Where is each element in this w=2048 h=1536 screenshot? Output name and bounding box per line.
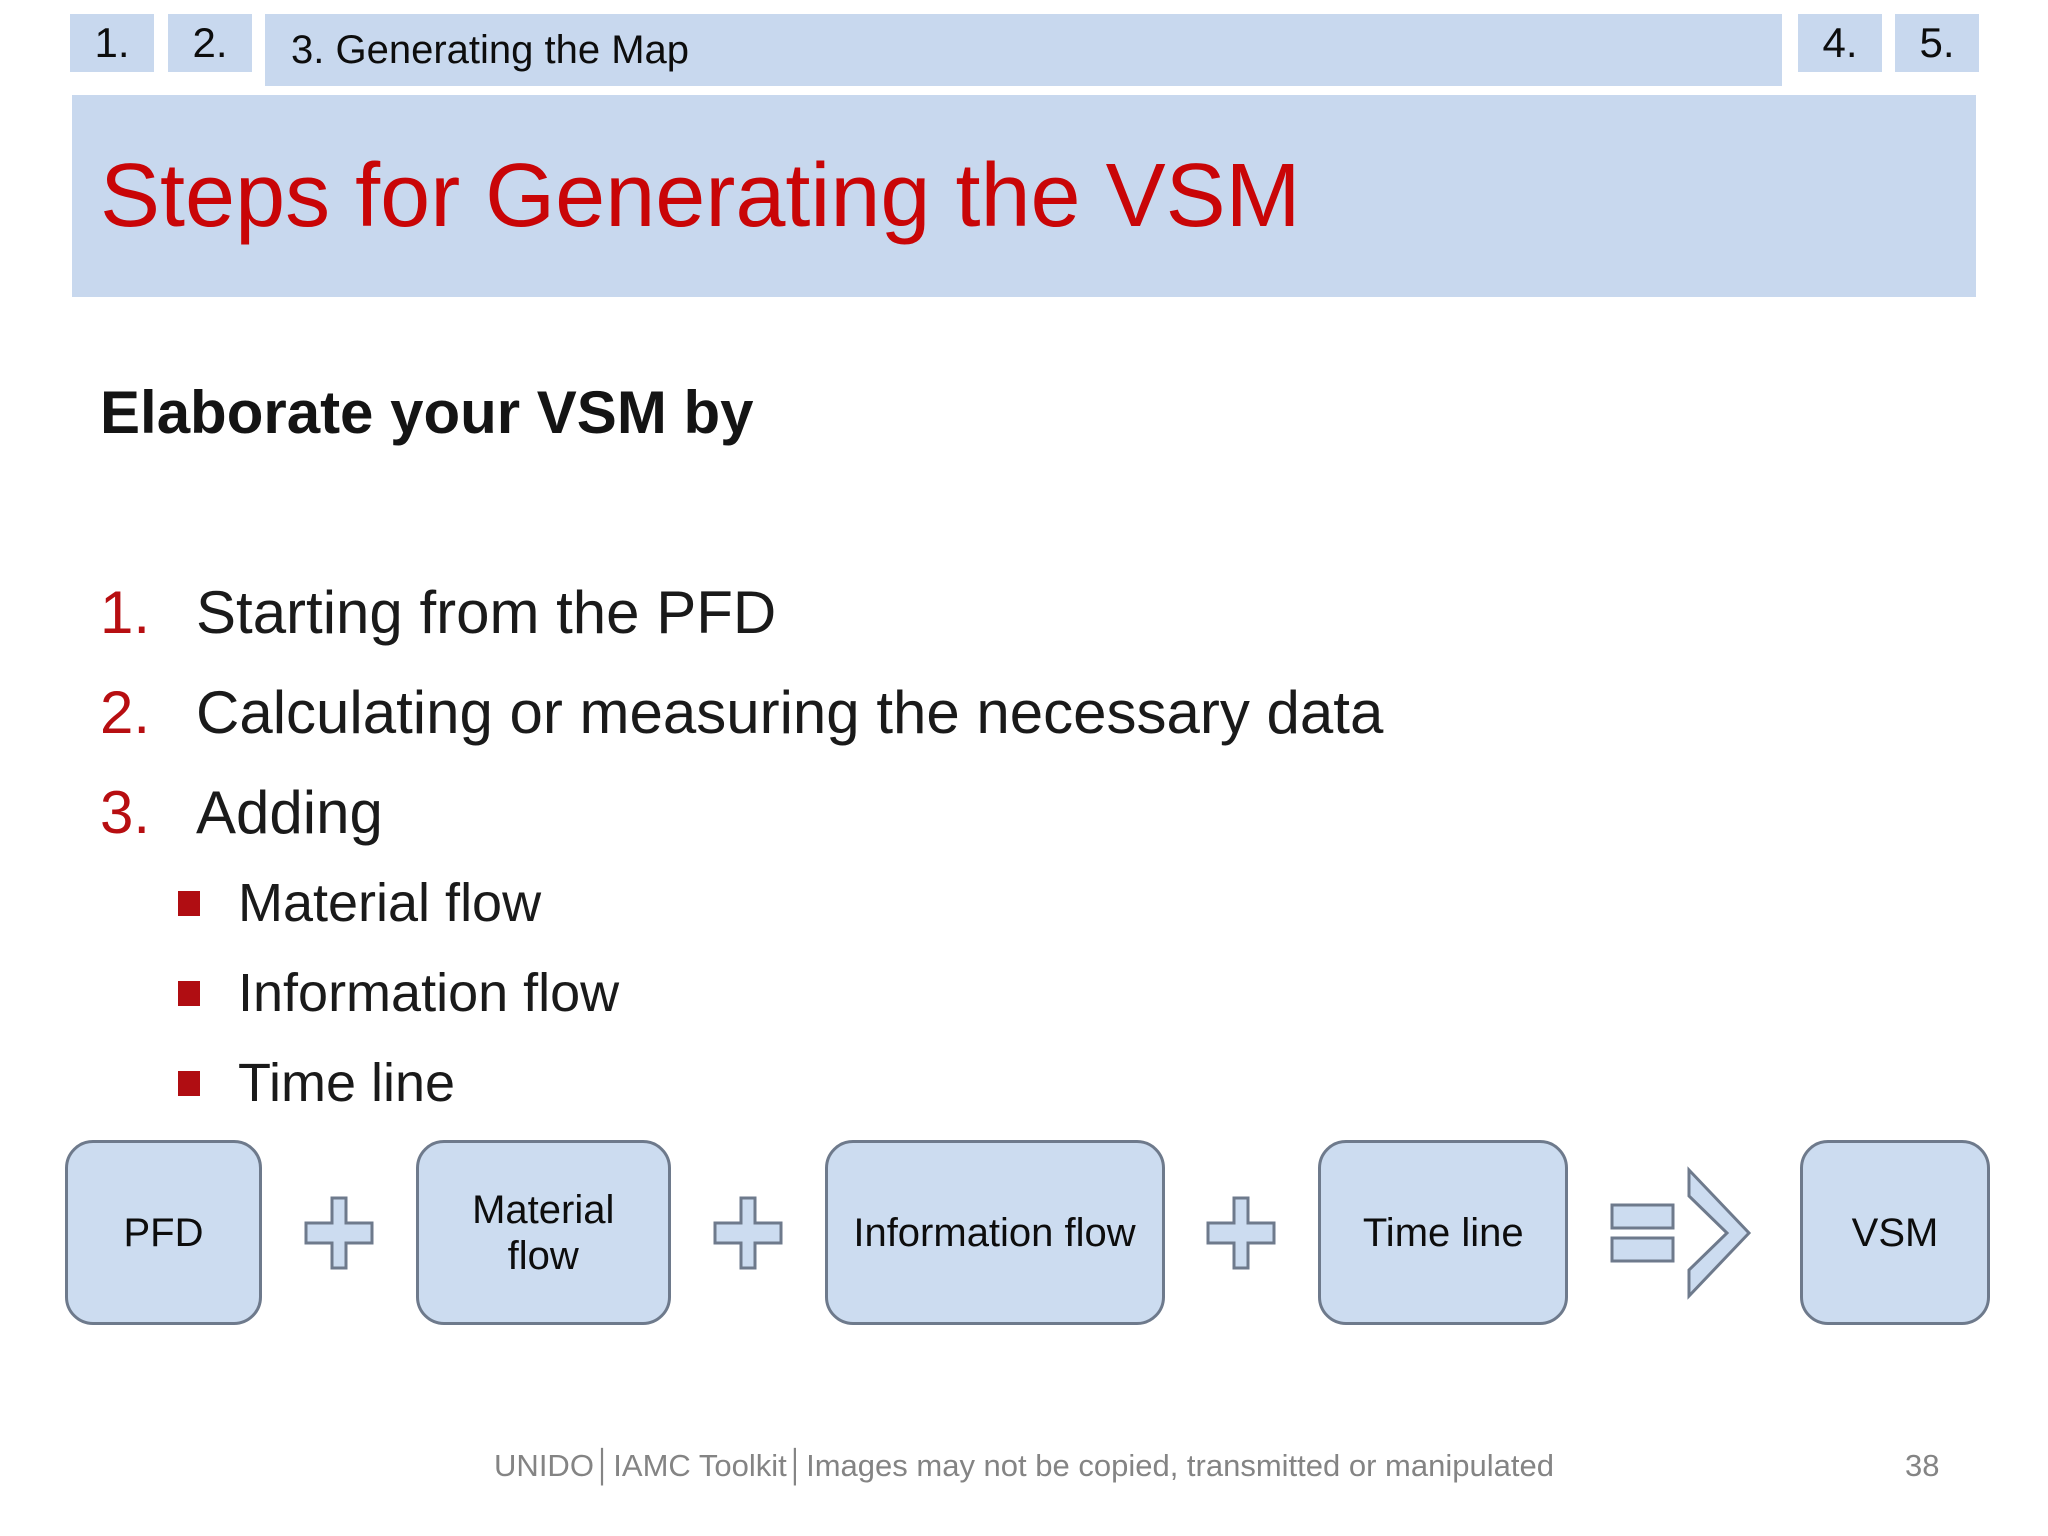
diagram-box-material-flow: Material flow [415,1140,671,1325]
sub-bullet-item: Material flow [178,858,619,948]
diagram-box-information-flow: Information flow [824,1140,1165,1325]
steps-list: 1. Starting from the PFD 2. Calculating … [100,562,1383,862]
plus-icon [1206,1196,1276,1269]
sub-bullet-text: Information flow [238,963,620,1023]
bullet-square-icon [178,1070,200,1096]
sub-bullet-list: Material flow Information flow Time line [178,858,619,1128]
plus-icon [713,1196,783,1269]
footer-credit: UNIDO│IAMC Toolkit│Images may not be cop… [494,1448,1554,1483]
page-number: 38 [1905,1448,1940,1483]
step-text: Starting from the PFD [196,578,777,646]
double-arrow-icon [1610,1165,1752,1300]
plus-icon [304,1196,374,1269]
step-item-2: 2. Calculating or measuring the necessar… [100,662,1383,762]
step-text: Adding [196,778,383,846]
diagram-box-vsm: VSM [1800,1140,1990,1325]
step-text: Calculating or measuring the necessary d… [196,678,1384,746]
sub-bullet-text: Time line [238,1053,456,1113]
bullet-square-icon [178,980,200,1006]
tab-section-5[interactable]: 5. [1895,14,1979,72]
tab-section-2[interactable]: 2. [168,14,252,72]
slide-title: Steps for Generating the VSM [100,145,1301,246]
step-number: 2. [100,678,151,746]
bullet-square-icon [178,890,200,916]
tab-section-4[interactable]: 4. [1798,14,1882,72]
intro-heading: Elaborate your VSM by [100,379,754,446]
step-item-3: 3. Adding [100,762,1383,862]
step-item-1: 1. Starting from the PFD [100,562,1383,662]
diagram-box-pfd: PFD [65,1140,262,1325]
sub-bullet-item: Information flow [178,948,619,1038]
diagram-box-time-line: Time line [1318,1140,1569,1325]
vsm-flow-diagram: PFD Material flow Information flow Time … [65,1140,1990,1325]
title-banner: Steps for Generating the VSM [72,95,1976,297]
sub-bullet-item: Time line [178,1038,619,1128]
step-number: 3. [100,778,151,846]
step-number: 1. [100,578,151,646]
tab-section-1[interactable]: 1. [70,14,154,72]
sub-bullet-text: Material flow [238,873,542,933]
tab-section-3-generating-the-map[interactable]: 3. Generating the Map [265,14,1782,86]
